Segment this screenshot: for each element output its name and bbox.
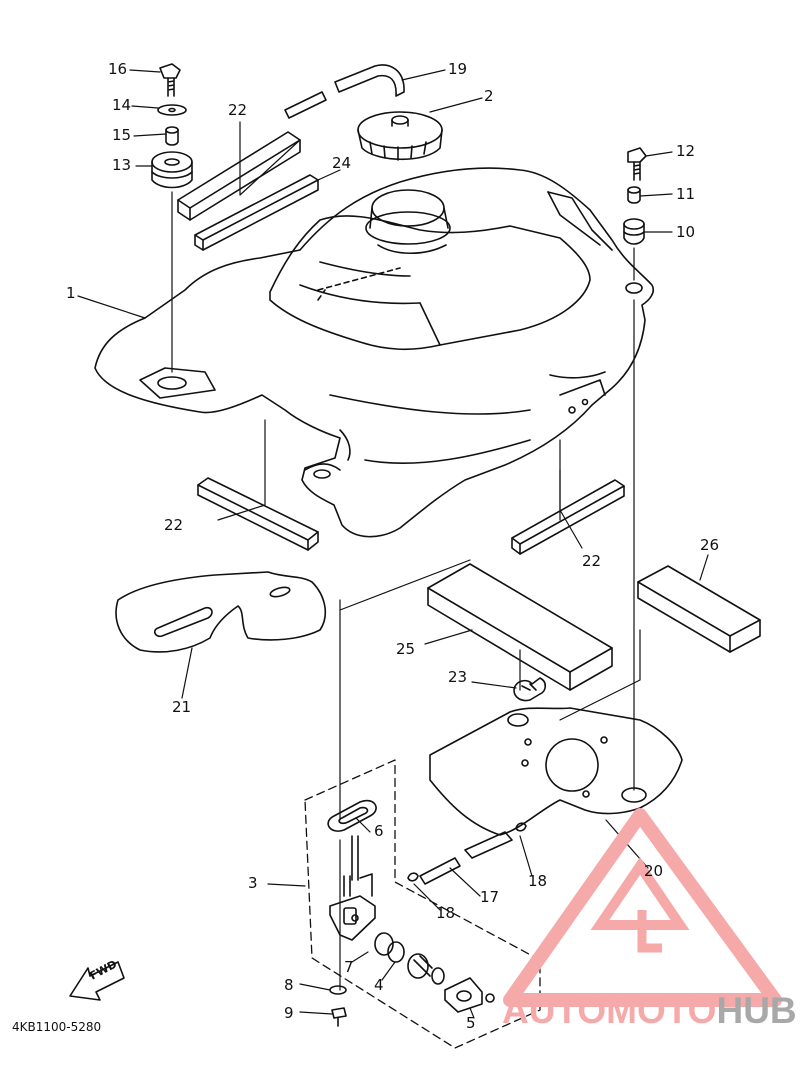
plate-5 [444, 977, 495, 1013]
callout-23: 23 [448, 668, 468, 686]
callout-18-left: 18 [436, 904, 456, 922]
clip-23 [513, 677, 547, 702]
watermark-text-secondary: HUB [716, 990, 797, 1031]
callout-22-left: 22 [164, 516, 184, 534]
callout-15: 15 [112, 126, 132, 144]
callout-20: 20 [644, 862, 664, 880]
watermark-text-primary: AUTOMOTO [502, 990, 717, 1031]
lever [407, 953, 445, 985]
watermark-text: AUTOMOTOHUB [502, 990, 797, 1032]
callout-26: 26 [700, 536, 720, 554]
washer-8 [329, 985, 347, 995]
bolt-12 [627, 147, 647, 181]
callout-18-right: 18 [528, 872, 548, 890]
callout-12: 12 [676, 142, 696, 160]
damper-pad-upper [177, 131, 301, 221]
callout-1: 1 [66, 284, 76, 302]
grommet-13 [151, 151, 193, 189]
callout-24: 24 [332, 154, 352, 172]
drawing-code: 4KB1100-5280 [12, 1020, 102, 1034]
damper-pad-lower-right [511, 479, 625, 555]
pad-25 [427, 563, 613, 691]
callout-8: 8 [284, 976, 294, 994]
collar-15 [165, 126, 179, 146]
callout-21: 21 [172, 698, 192, 716]
callout-4: 4 [374, 976, 384, 994]
callout-13: 13 [112, 156, 132, 174]
screw-9 [331, 1007, 347, 1027]
fuel-hose-17 [419, 831, 513, 885]
watermark-logo-icon [503, 808, 782, 1007]
callout-19: 19 [448, 60, 468, 78]
filter-7 [374, 932, 394, 956]
callout-16: 16 [108, 60, 128, 78]
grommet-10 [623, 218, 645, 245]
callout-11: 11 [676, 185, 696, 203]
callout-3: 3 [248, 874, 258, 892]
fuel-cock-group-outline [304, 759, 541, 1049]
o-ring-4 [387, 941, 405, 963]
leader-lines [77, 69, 709, 1019]
pad-26 [637, 565, 761, 653]
callout-10: 10 [676, 223, 696, 241]
collar-11 [627, 186, 641, 204]
callout-22-top: 22 [228, 101, 248, 119]
callout-5: 5 [466, 1014, 476, 1032]
hose-clip-18 [407, 822, 527, 882]
callout-22-right: 22 [582, 552, 602, 570]
callout-14: 14 [112, 96, 132, 114]
callout-6: 6 [374, 822, 384, 840]
callout-7: 7 [344, 958, 354, 976]
fuel-cap [357, 111, 443, 161]
heat-shield-sheet-21 [115, 571, 327, 653]
breather-hose [284, 64, 405, 119]
callout-25: 25 [396, 640, 416, 658]
callout-9: 9 [284, 1004, 294, 1022]
fuel-tank [94, 167, 655, 538]
callout-2: 2 [484, 87, 494, 105]
callout-17: 17 [480, 888, 500, 906]
damper-pad-24 [194, 174, 319, 251]
damper-pad-lower-left [197, 477, 319, 551]
bolt-16 [159, 63, 181, 97]
gasket-6 [327, 799, 377, 832]
alignment-lines [171, 191, 641, 991]
fwd-arrow-icon [69, 961, 125, 1001]
fuel-cock [329, 835, 376, 941]
washer-14 [157, 104, 187, 116]
